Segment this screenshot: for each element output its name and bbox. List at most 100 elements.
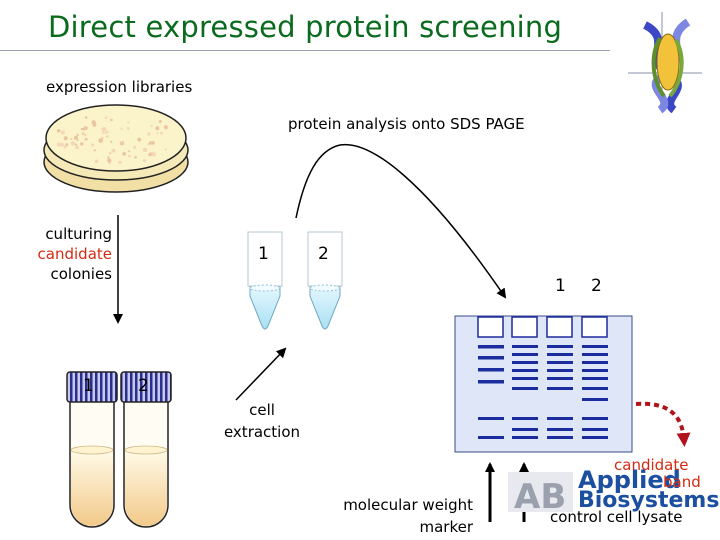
colony-dot xyxy=(127,150,130,153)
gel-band xyxy=(478,417,504,420)
colony-dot xyxy=(81,132,85,135)
colony-dot xyxy=(91,143,95,147)
colony-dot xyxy=(118,160,122,164)
gel-band xyxy=(512,377,538,380)
gel-band xyxy=(547,361,573,364)
colony-dot xyxy=(160,131,163,135)
colony-dot xyxy=(107,156,110,159)
corn-dna-icon xyxy=(628,12,702,114)
gel-band xyxy=(478,380,504,384)
colony-dot xyxy=(63,136,68,141)
gel-band xyxy=(582,353,608,356)
gel-band xyxy=(478,368,504,372)
colony-dot xyxy=(107,158,112,163)
gel-band xyxy=(547,417,573,420)
marker-text: marker xyxy=(419,518,473,536)
gel-band xyxy=(478,356,504,360)
colony-dot xyxy=(80,142,84,146)
candidate-text: candidate xyxy=(37,245,112,263)
applied-biosystems-logo-mark: AB xyxy=(508,472,573,517)
colony-dot xyxy=(148,141,153,145)
gel-lane-1-label: 1 xyxy=(555,276,566,296)
svg-text:AB: AB xyxy=(514,477,566,517)
culture-tube-2 xyxy=(120,371,172,528)
colony-dot xyxy=(102,131,105,135)
colony-dot xyxy=(83,133,87,137)
logo-applied-text: Applied xyxy=(578,466,681,494)
colony-dot xyxy=(65,143,69,147)
colony-dot xyxy=(84,137,88,141)
gel-band xyxy=(512,417,538,420)
colony-dot xyxy=(147,132,151,136)
gel-band xyxy=(582,369,608,372)
culture-tube-1 xyxy=(66,371,118,528)
microtube-1-label: 1 xyxy=(258,244,269,264)
colony-dot xyxy=(108,151,112,155)
label-band: band xyxy=(663,473,701,491)
colony-dot xyxy=(110,140,113,143)
label-molecular-weight-marker: molecular weight marker xyxy=(333,494,473,538)
colony-dot xyxy=(83,126,88,131)
colony-dot xyxy=(104,116,108,119)
colony-dot xyxy=(127,121,130,124)
gel-band xyxy=(478,436,504,439)
culture-tube-1-label: 1 xyxy=(83,376,94,396)
colony-dot xyxy=(75,145,79,150)
gel-band xyxy=(512,436,538,439)
colony-dot xyxy=(163,125,168,130)
colony-dot xyxy=(105,135,109,139)
label-cell-extraction: cell extraction xyxy=(212,399,312,443)
bacterial-colonies xyxy=(56,116,168,165)
colony-dot xyxy=(133,145,137,149)
colony-dot xyxy=(93,149,96,152)
culture-tube-2-label: 2 xyxy=(138,376,149,396)
label-protein-analysis: protein analysis onto SDS PAGE xyxy=(288,115,525,133)
culturing-text: culturing xyxy=(45,225,112,243)
gel-band xyxy=(547,345,573,348)
colony-dot xyxy=(156,132,159,135)
page-title: Direct expressed protein screening xyxy=(48,10,563,44)
colony-dot xyxy=(105,130,109,134)
colony-dot xyxy=(155,126,160,131)
arrow-extraction-to-microtubes xyxy=(235,347,287,401)
colony-dot xyxy=(143,159,147,163)
gel-band xyxy=(582,428,608,431)
gel-band xyxy=(512,387,538,390)
gel-bands xyxy=(478,345,608,439)
title-divider xyxy=(0,50,610,51)
gel-band xyxy=(547,428,573,431)
extraction-text: extraction xyxy=(223,423,301,441)
gel-band xyxy=(582,398,608,401)
gel-band xyxy=(547,369,573,372)
gel-band xyxy=(547,377,573,380)
candidate-band-pointer xyxy=(635,401,691,447)
colony-dot xyxy=(101,127,106,132)
colony-dot xyxy=(122,152,127,156)
arrow-to-sds-page xyxy=(295,143,507,299)
colony-dot xyxy=(108,162,111,165)
gel-band xyxy=(582,387,608,390)
colonies-text: colonies xyxy=(50,265,113,283)
colony-dot xyxy=(56,142,62,147)
colony-dot xyxy=(120,141,123,144)
label-candidate: candidate xyxy=(614,456,689,474)
cell-text: cell xyxy=(249,401,275,419)
gel-band xyxy=(582,417,608,420)
petri-dish xyxy=(43,104,189,193)
colony-dot xyxy=(148,152,152,157)
sds-page-gel xyxy=(454,315,633,453)
microtube-1 xyxy=(247,231,283,330)
colony-dot xyxy=(80,128,83,131)
colony-dot xyxy=(94,159,99,164)
colony-dot xyxy=(60,142,64,147)
colony-dot xyxy=(126,126,130,130)
colony-dot xyxy=(134,156,137,159)
gel-band xyxy=(512,353,538,356)
gel-band xyxy=(512,369,538,372)
gel-band xyxy=(582,345,608,348)
label-culturing-candidate-colonies: culturing candidate colonies xyxy=(20,224,112,284)
gel-band xyxy=(512,428,538,431)
colony-dot xyxy=(70,141,76,146)
colony-dot xyxy=(60,130,65,135)
